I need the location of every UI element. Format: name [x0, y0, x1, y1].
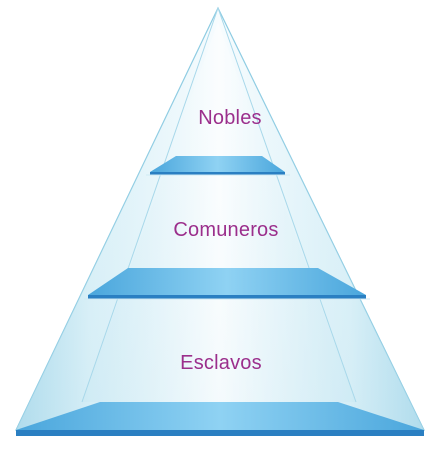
pyramid-inner-face	[82, 22, 356, 402]
shelf-middle	[88, 268, 366, 299]
tier-label-comuneros: Comuneros	[173, 219, 278, 241]
tier-label-esclavos: Esclavos	[180, 352, 262, 374]
shelf-top	[150, 156, 285, 175]
shelf-bottom	[16, 402, 424, 436]
pyramid-edge-right	[217, 7, 357, 403]
tier-label-nobles: Nobles	[198, 107, 261, 129]
pyramid-edge-left	[81, 7, 219, 403]
